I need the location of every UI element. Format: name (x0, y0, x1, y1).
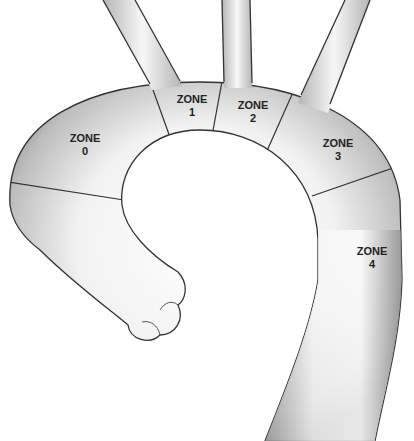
descending-shading (265, 230, 402, 441)
zone-label: ZONE 2 (238, 99, 269, 124)
aorta-outline (10, 82, 402, 441)
zone-label: ZONE 1 (177, 93, 208, 118)
zone-label: ZONE 4 (357, 245, 388, 270)
aortic-root-sinus (142, 302, 178, 335)
zone-label: ZONE 0 (70, 132, 101, 157)
arch-branch-vessels (103, 0, 370, 113)
zone-label: ZONE 3 (323, 137, 354, 162)
zone-boundaries (2, 76, 410, 200)
